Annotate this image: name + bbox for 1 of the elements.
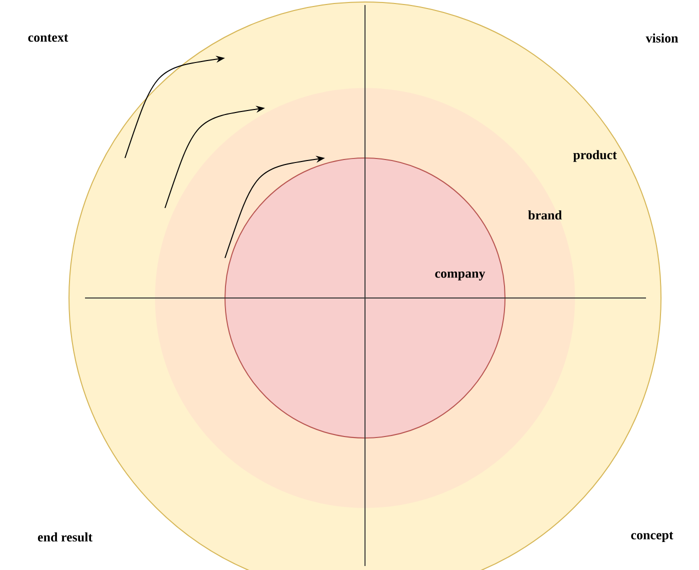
corner-label: context (28, 34, 68, 42)
